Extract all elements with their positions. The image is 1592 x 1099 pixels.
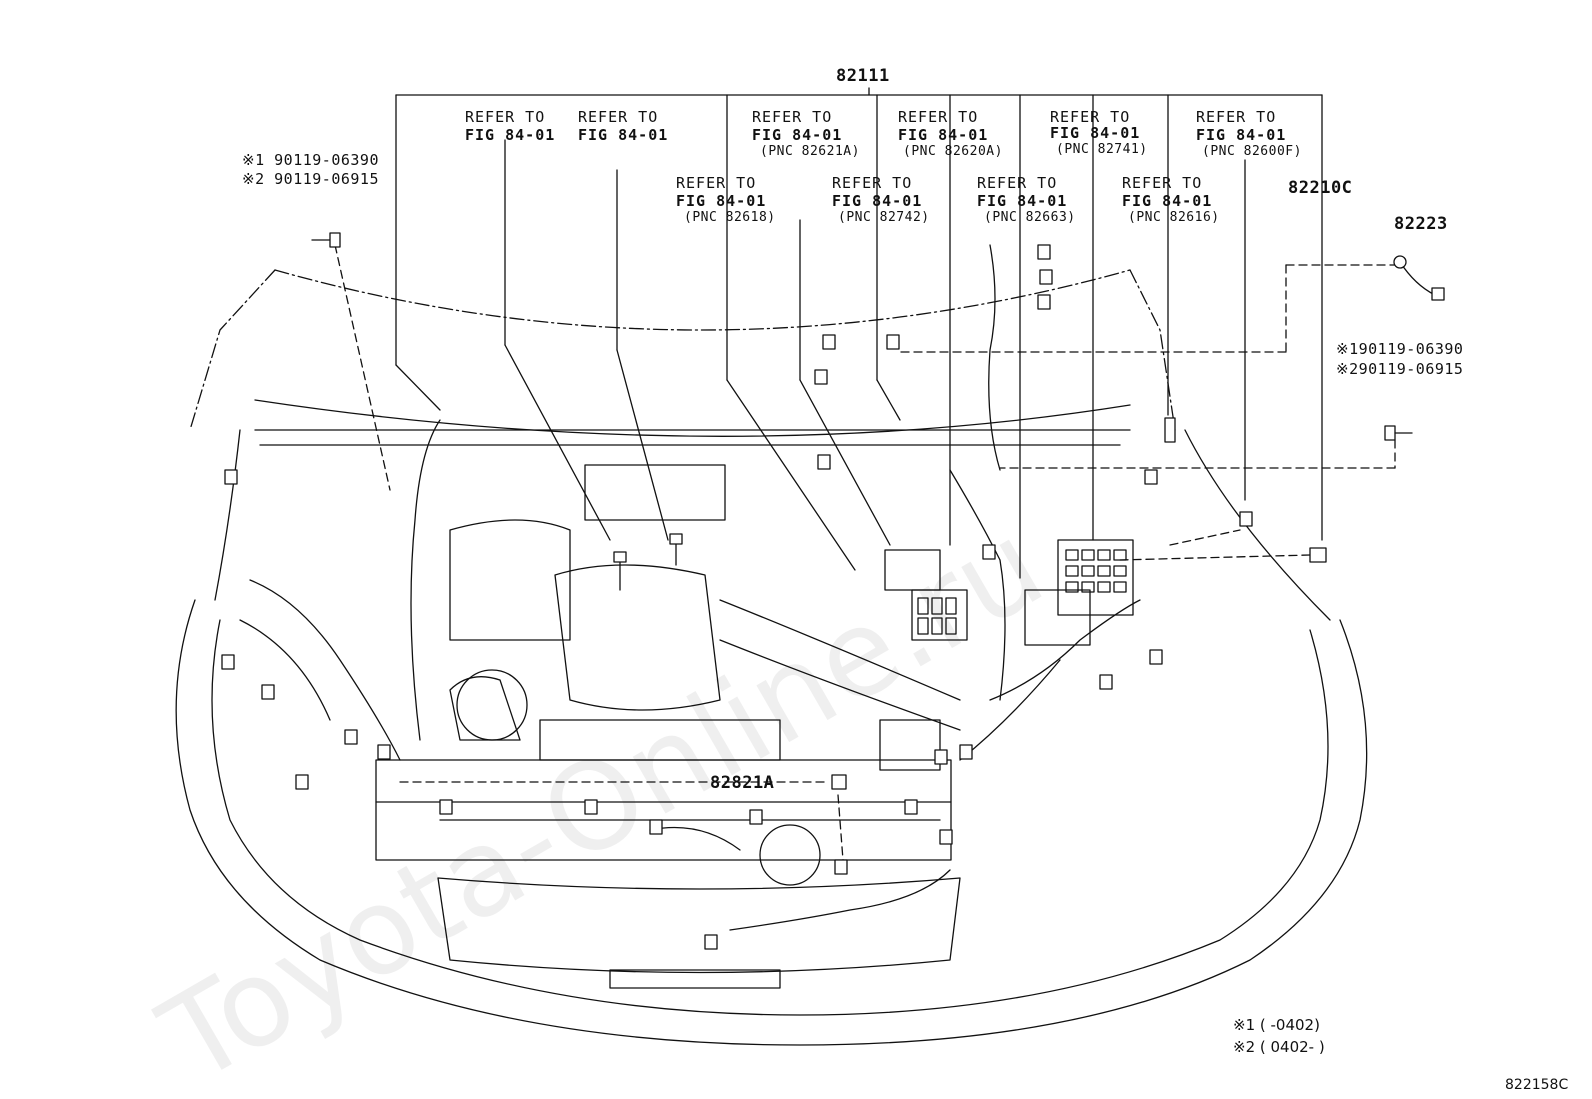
part-number-82111: 82111 [836, 66, 890, 86]
drawing-code: 822158C [1505, 1077, 1569, 1093]
ref-1-fig: FIG 84-01 [465, 126, 556, 144]
ref-5-refer: REFER TO [1050, 108, 1131, 126]
ref-10-fig: FIG 84-01 [1122, 192, 1213, 210]
ref-9-pnc: (PNC 82663) [984, 210, 1076, 225]
ref-9-refer: REFER TO [977, 174, 1058, 192]
ref-3-refer: REFER TO [752, 108, 833, 126]
bolt-left [311, 232, 341, 248]
bolt-engine-2 [669, 533, 683, 566]
ref-7-refer: REFER TO [676, 174, 757, 192]
bolt-left-line1: ※1 90119-06390 [242, 151, 379, 169]
ref-6-fig: FIG 84-01 [1196, 126, 1287, 144]
bolt-left-line2: ※2 90119-06915 [242, 170, 379, 188]
ref-7-fig: FIG 84-01 [676, 192, 767, 210]
ref-1-refer: REFER TO [465, 108, 546, 126]
ref-2-refer: REFER TO [578, 108, 659, 126]
ref-8-refer: REFER TO [832, 174, 913, 192]
ref-5-fig: FIG 84-01 [1050, 124, 1141, 142]
ref-7-pnc: (PNC 82618) [684, 210, 776, 225]
ref-6-pnc: (PNC 82600F) [1202, 144, 1302, 159]
dashed-leaders [334, 244, 1401, 861]
footnote-2: ※2 ( 0402- ) [1233, 1038, 1325, 1056]
ref-6-refer: REFER TO [1196, 108, 1277, 126]
ref-4-pnc: (PNC 82620A) [903, 144, 1003, 159]
ref-8-fig: FIG 84-01 [832, 192, 923, 210]
ref-4-refer: REFER TO [898, 108, 979, 126]
ref-3-pnc: (PNC 82621A) [760, 144, 860, 159]
ref-4-fig: FIG 84-01 [898, 126, 989, 144]
bolt-right-line2: ※290119-06915 [1336, 360, 1464, 378]
ref-5-pnc: (PNC 82741) [1056, 142, 1148, 157]
bolt-engine-1 [613, 551, 627, 591]
part-number-82223: 82223 [1394, 214, 1448, 234]
bolt-right-line1: ※190119-06390 [1336, 340, 1464, 358]
footnote-1: ※1 ( -0402) [1233, 1016, 1320, 1034]
leader-82111 [395, 87, 1323, 579]
ref-8-pnc: (PNC 82742) [838, 210, 930, 225]
ref-10-pnc: (PNC 82616) [1128, 210, 1220, 225]
ref-2-fig: FIG 84-01 [578, 126, 669, 144]
ref-3-fig: FIG 84-01 [752, 126, 843, 144]
ref-9-fig: FIG 84-01 [977, 192, 1068, 210]
part-number-82210C: 82210C [1288, 178, 1353, 198]
bolt-right [1384, 425, 1413, 441]
ref-10-refer: REFER TO [1122, 174, 1203, 192]
part-number-82821A: 82821A [710, 773, 775, 793]
